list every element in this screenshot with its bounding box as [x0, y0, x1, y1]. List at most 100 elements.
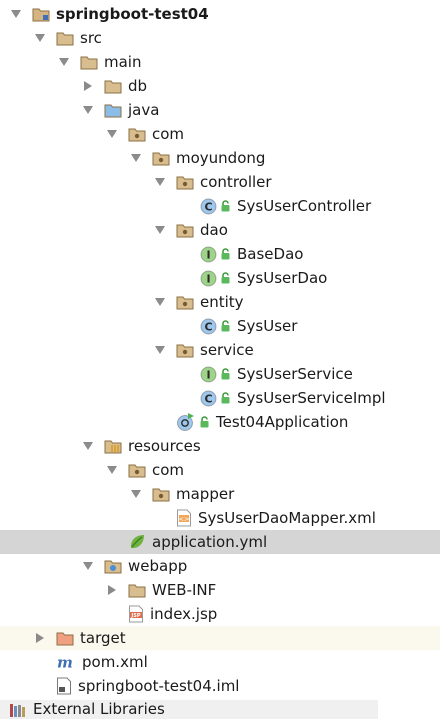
- tree-node[interactable]: target: [0, 626, 440, 650]
- tree-node-label: index.jsp: [150, 605, 218, 623]
- tree-node-label: java: [128, 101, 160, 119]
- tree-node-label: webapp: [128, 557, 188, 575]
- tree-node[interactable]: java: [0, 98, 440, 122]
- svg-text:<>: <>: [179, 515, 190, 523]
- chevron-right-icon[interactable]: [81, 79, 95, 93]
- tree-node[interactable]: webapp: [0, 554, 440, 578]
- chevron-down-icon[interactable]: [57, 55, 71, 69]
- access-lock-icon: [220, 368, 231, 380]
- tree-node[interactable]: m pom.xml: [0, 650, 440, 674]
- tree-node-label: Test04Application: [216, 413, 349, 431]
- tree-node-label: target: [80, 629, 126, 647]
- tree-indent: [33, 655, 47, 669]
- chevron-down-icon[interactable]: [129, 487, 143, 501]
- tree-indent: [177, 319, 191, 333]
- chevron-right-icon[interactable]: [105, 583, 119, 597]
- tree-node-label: com: [152, 461, 185, 479]
- chevron-down-icon[interactable]: [153, 343, 167, 357]
- tree-node-label: pom.xml: [82, 653, 148, 671]
- spring-boot-class-icon: [176, 412, 196, 432]
- chevron-down-icon[interactable]: [9, 7, 23, 21]
- package-icon: [152, 150, 170, 166]
- tree-indent: [177, 391, 191, 405]
- chevron-down-icon[interactable]: [81, 439, 95, 453]
- web-folder-icon: [104, 558, 122, 574]
- xml-file-icon: <>: [176, 509, 192, 527]
- tree-node-label: moyundong: [176, 149, 266, 167]
- tree-node-label: springboot-test04: [56, 5, 209, 23]
- interface-icon: I: [200, 246, 217, 263]
- chevron-down-icon[interactable]: [153, 175, 167, 189]
- tree-node[interactable]: <>SysUserDaoMapper.xml: [0, 506, 440, 530]
- external-libraries-node[interactable]: External Libraries: [0, 700, 378, 719]
- libraries-icon: [9, 702, 27, 718]
- tree-node[interactable]: com: [0, 458, 440, 482]
- tree-node[interactable]: entity: [0, 290, 440, 314]
- tree-node[interactable]: src: [0, 26, 440, 50]
- tree-node-label: application.yml: [152, 533, 268, 551]
- tree-node[interactable]: C SysUser: [0, 314, 440, 338]
- folder-icon: [104, 78, 122, 94]
- chevron-down-icon[interactable]: [105, 463, 119, 477]
- tree-node[interactable]: WEB-INF: [0, 578, 440, 602]
- svg-text:m: m: [57, 654, 73, 670]
- package-icon: [128, 462, 146, 478]
- tree-node-label: resources: [128, 437, 201, 455]
- tree-node-label: controller: [200, 173, 272, 191]
- tree-node[interactable]: db: [0, 74, 440, 98]
- tree-indent: [153, 511, 167, 525]
- tree-node-label: src: [80, 29, 102, 47]
- chevron-down-icon[interactable]: [33, 31, 47, 45]
- tree-node[interactable]: application.yml: [0, 530, 440, 554]
- svg-text:JSP: JSP: [130, 613, 140, 619]
- tree-indent: [177, 271, 191, 285]
- tree-indent: [153, 415, 167, 429]
- tree-node[interactable]: mapper: [0, 482, 440, 506]
- tree-node-label: mapper: [176, 485, 235, 503]
- tree-indent: [105, 607, 119, 621]
- resources-folder-icon: [104, 438, 122, 454]
- tree-node[interactable]: Test04Application: [0, 410, 440, 434]
- source-folder-icon: [104, 102, 122, 118]
- package-icon: [176, 222, 194, 238]
- interface-icon: I: [200, 366, 217, 383]
- tree-node-label: entity: [200, 293, 244, 311]
- package-icon: [176, 294, 194, 310]
- chevron-down-icon[interactable]: [81, 103, 95, 117]
- tree-node[interactable]: moyundong: [0, 146, 440, 170]
- chevron-down-icon[interactable]: [129, 151, 143, 165]
- tree-node[interactable]: dao: [0, 218, 440, 242]
- tree-node[interactable]: controller: [0, 170, 440, 194]
- access-lock-icon: [220, 272, 231, 284]
- tree-node[interactable]: springboot-test04.iml: [0, 674, 440, 698]
- chevron-down-icon[interactable]: [105, 127, 119, 141]
- folder-icon: [56, 30, 74, 46]
- tree-node[interactable]: springboot-test04: [0, 2, 440, 26]
- tree-node[interactable]: com: [0, 122, 440, 146]
- chevron-right-icon[interactable]: [33, 631, 47, 645]
- tree-node-label: SysUserService: [237, 365, 353, 383]
- tree-node[interactable]: resources: [0, 434, 440, 458]
- tree-node[interactable]: main: [0, 50, 440, 74]
- tree-node[interactable]: I SysUserService: [0, 362, 440, 386]
- svg-text:C: C: [204, 320, 212, 333]
- tree-node[interactable]: JSP index.jsp: [0, 602, 440, 626]
- chevron-down-icon[interactable]: [153, 223, 167, 237]
- tree-node-label: SysUser: [237, 317, 298, 335]
- class-icon: C: [200, 390, 217, 407]
- excluded-folder-icon: [56, 630, 74, 646]
- svg-text:C: C: [204, 200, 212, 213]
- interface-icon: I: [200, 270, 217, 287]
- tree-node[interactable]: C SysUserServiceImpl: [0, 386, 440, 410]
- access-lock-icon: [220, 248, 231, 260]
- tree-node-label: SysUserServiceImpl: [237, 389, 386, 407]
- chevron-down-icon[interactable]: [81, 559, 95, 573]
- tree-node-label: db: [128, 77, 148, 95]
- tree-node[interactable]: service: [0, 338, 440, 362]
- chevron-down-icon[interactable]: [153, 295, 167, 309]
- access-lock-icon: [220, 320, 231, 332]
